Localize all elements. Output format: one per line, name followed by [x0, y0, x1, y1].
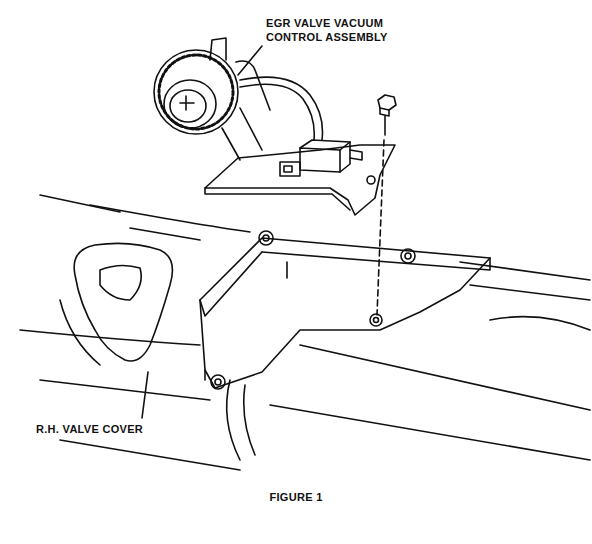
figure-caption: FIGURE 1 — [269, 490, 322, 504]
vacuum-hose — [240, 77, 323, 140]
egr-valve — [154, 38, 270, 160]
valve-cover — [60, 243, 172, 365]
mounting-bracket — [200, 231, 490, 389]
part-label: R.H. VALVE COVER — [36, 422, 186, 436]
valve-cover-edges — [20, 195, 590, 470]
vacuum-solenoid — [280, 140, 362, 176]
control-bracket — [205, 145, 395, 215]
bolt — [377, 95, 396, 315]
part-label: EGR VALVE VACUUM CONTROL ASSEMBLY — [266, 16, 396, 44]
leader-line — [238, 46, 262, 75]
leader-line — [142, 372, 148, 418]
